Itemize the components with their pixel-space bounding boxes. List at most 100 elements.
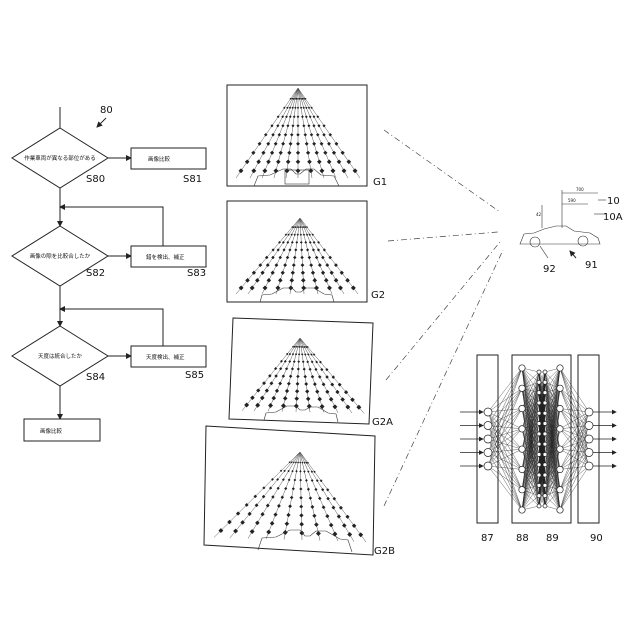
- nn-node: [484, 462, 492, 470]
- dimension-700: 700: [576, 187, 584, 192]
- nn-node: [557, 507, 563, 513]
- ref-arrow-80: [97, 118, 106, 127]
- step-label-s82: S82: [86, 268, 105, 279]
- nn-node: [537, 483, 541, 487]
- vehicle-wheel-front: [530, 237, 540, 247]
- nn-node: [543, 494, 547, 498]
- panel-label-g2a: G2A: [372, 417, 393, 428]
- nn-node: [537, 504, 541, 508]
- nn-node: [557, 466, 563, 472]
- nn-node: [537, 380, 541, 384]
- nn-node: [543, 473, 547, 477]
- nn-node: [484, 422, 492, 430]
- panel-g2b: G2B: [204, 426, 395, 557]
- nn-node: [543, 411, 547, 415]
- nn-node: [543, 370, 547, 374]
- nn-node: [543, 422, 547, 426]
- nn-node: [557, 365, 563, 371]
- decision-s82-text: 画像の隙を比較合したか: [30, 252, 91, 260]
- nn-node: [537, 401, 541, 405]
- ref-label-80: 80: [100, 105, 113, 116]
- nn-node: [543, 391, 547, 395]
- process-s81-text: 画像比較: [148, 155, 171, 163]
- nn-node: [537, 452, 541, 456]
- nn-node: [519, 446, 525, 452]
- panel-g2-frame: [227, 201, 367, 302]
- nn-node: [519, 385, 525, 391]
- vehicle-wheel-rear: [578, 236, 588, 246]
- nn-node: [519, 365, 525, 371]
- vehicle-diagram: 700 590 42 10 10A 92 91: [520, 187, 623, 275]
- nn-node: [537, 422, 541, 426]
- step-label-s85: S85: [185, 370, 204, 381]
- dimension-42: 42: [536, 212, 542, 217]
- nn-label-89: 89: [546, 533, 559, 544]
- step-label-s83: S83: [187, 268, 206, 279]
- nn-node: [537, 391, 541, 395]
- nn-node: [537, 411, 541, 415]
- vehicle-label-10: 10: [607, 196, 620, 207]
- panel-g2a-frame: [229, 318, 373, 424]
- nn-node: [537, 370, 541, 374]
- nn-label-87: 87: [481, 533, 494, 544]
- nn-node: [537, 442, 541, 446]
- flowchart: 80 作業車両が異なる部位がある S80 画像比較 S81 画像の隙を比較合した…: [12, 105, 206, 441]
- arrow-91: [570, 251, 576, 258]
- nn-node: [557, 446, 563, 452]
- nn-node: [537, 463, 541, 467]
- nn-node: [585, 462, 593, 470]
- nn-node: [543, 380, 547, 384]
- panel-g2a: G2A: [229, 318, 393, 428]
- nn-node: [519, 466, 525, 472]
- nn-node: [543, 483, 547, 487]
- nn-node: [543, 504, 547, 508]
- decision-s80-text: 作業車両が異なる部位がある: [24, 154, 96, 162]
- process-s83-text: 錯を検出、補正: [146, 253, 185, 261]
- leader-92: [540, 246, 548, 258]
- nn-node: [543, 452, 547, 456]
- nn-node: [537, 494, 541, 498]
- nn-node: [519, 405, 525, 411]
- nn-node: [557, 426, 563, 432]
- nn-node: [543, 432, 547, 436]
- nn-node: [543, 442, 547, 446]
- vehicle-label-92: 92: [543, 264, 556, 275]
- nn-node: [484, 435, 492, 443]
- process-end-text: 画像比較: [40, 427, 63, 435]
- nn-node: [519, 487, 525, 493]
- vehicle-label-10a: 10A: [603, 212, 623, 223]
- nn-node: [585, 408, 593, 416]
- step-label-s81: S81: [183, 174, 202, 185]
- nn-node: [557, 385, 563, 391]
- connector-g1: [384, 130, 500, 212]
- step-label-s80: S80: [86, 174, 105, 185]
- nn-node: [537, 432, 541, 436]
- nn-node: [543, 463, 547, 467]
- connector-g2: [388, 232, 498, 241]
- nn-node: [519, 507, 525, 513]
- nn-label-88: 88: [516, 533, 529, 544]
- panel-g2: G2: [227, 201, 385, 302]
- nn-node: [484, 408, 492, 416]
- panel-g1: G1: [227, 85, 387, 188]
- panel-label-g1: G1: [373, 177, 387, 188]
- panel-label-g2b: G2B: [374, 546, 395, 557]
- nn-node: [557, 487, 563, 493]
- nn-node: [585, 435, 593, 443]
- nn-label-90: 90: [590, 533, 603, 544]
- panel-label-g2: G2: [371, 290, 385, 301]
- nn-node: [557, 405, 563, 411]
- dimension-590: 590: [568, 198, 576, 203]
- process-s85-text: 天度検出、補正: [146, 353, 185, 361]
- nn-node: [519, 426, 525, 432]
- nn-node: [585, 422, 593, 430]
- nn-node: [585, 449, 593, 457]
- decision-s84-text: 天度は統合したか: [38, 352, 83, 360]
- nn-node: [484, 449, 492, 457]
- neural-network: 87 88 89 90: [460, 355, 616, 544]
- nn-node: [537, 473, 541, 477]
- nn-node: [543, 401, 547, 405]
- step-label-s84: S84: [86, 372, 105, 383]
